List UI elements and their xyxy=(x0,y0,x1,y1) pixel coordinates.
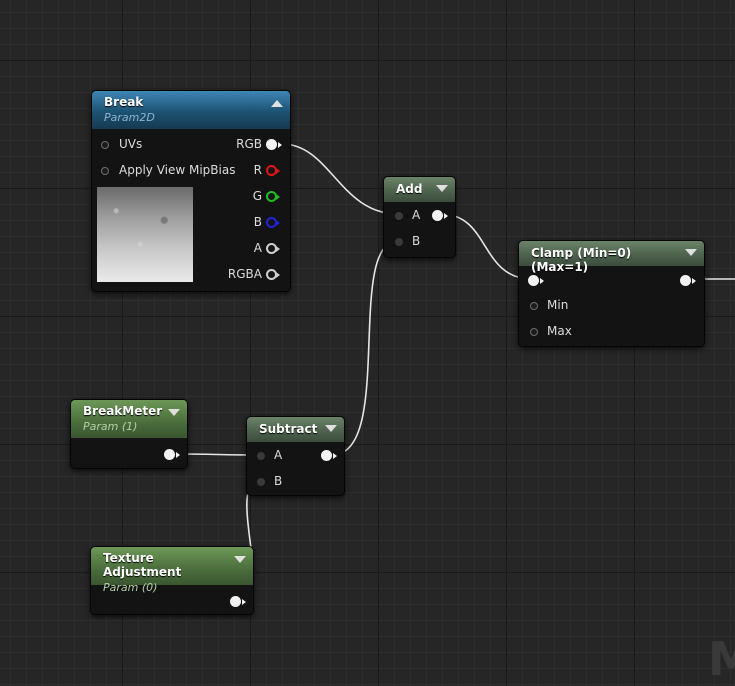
texture-adjustment-node-header[interactable]: Texture Adjustment Param (0) xyxy=(91,547,253,594)
add-node[interactable]: Add A B xyxy=(383,176,456,258)
g-output-pin[interactable] xyxy=(266,191,280,202)
a-output-label: A xyxy=(253,241,262,255)
r-output-pin[interactable] xyxy=(266,165,280,176)
uvs-input-pin[interactable] xyxy=(101,141,109,149)
breakmeter-output-pin[interactable] xyxy=(164,449,180,460)
uvs-input-label: UVs xyxy=(119,137,143,151)
clamp-max-input-label: Max xyxy=(547,324,572,338)
texture-adjustment-node-subtitle: Param (0) xyxy=(103,581,158,594)
clamp-node[interactable]: Clamp (Min=0) (Max=1) Min Max xyxy=(518,240,705,347)
add-output-pin[interactable] xyxy=(432,210,448,221)
chevron-down-icon[interactable] xyxy=(234,556,246,563)
add-b-input-pin[interactable] xyxy=(395,238,403,246)
subtract-node-title: Subtract xyxy=(259,422,318,436)
b-output-label: B xyxy=(253,215,262,229)
rgb-output-label: RGB xyxy=(236,137,262,151)
clamp-output-pin[interactable] xyxy=(680,275,696,286)
chevron-down-icon[interactable] xyxy=(685,249,697,256)
break-node[interactable]: Break Param2D UVs Apply View MipBias RGB… xyxy=(91,90,291,292)
add-a-input-label: A xyxy=(412,208,421,222)
rgba-output-pin[interactable] xyxy=(266,269,280,280)
apply-view-mipbias-input-label: Apply View MipBias xyxy=(119,163,236,177)
clamp-min-input-pin[interactable] xyxy=(530,302,538,310)
r-output-label: R xyxy=(253,163,262,177)
subtract-output-pin[interactable] xyxy=(321,450,337,461)
texture-preview-thumbnail xyxy=(97,187,193,282)
clamp-node-title: Clamp (Min=0) (Max=1) xyxy=(531,246,632,274)
g-output-label: G xyxy=(252,189,262,203)
rgb-output-pin[interactable] xyxy=(266,139,282,150)
texture-adjustment-node[interactable]: Texture Adjustment Param (0) xyxy=(90,546,254,615)
clamp-max-input-pin[interactable] xyxy=(530,328,538,336)
clamp-node-header[interactable]: Clamp (Min=0) (Max=1) xyxy=(519,241,704,274)
watermark-glyph-icon: M xyxy=(708,632,735,686)
subtract-node-header[interactable]: Subtract xyxy=(247,417,344,442)
subtract-b-input-label: B xyxy=(274,474,283,488)
add-node-header[interactable]: Add xyxy=(384,177,455,202)
breakmeter-node-header[interactable]: BreakMeter Param (1) xyxy=(71,400,187,438)
a-output-pin[interactable] xyxy=(266,243,280,254)
add-a-input-pin[interactable] xyxy=(395,212,403,220)
add-b-input-label: B xyxy=(412,234,421,248)
break-node-subtitle: Param2D xyxy=(104,111,155,124)
chevron-down-icon[interactable] xyxy=(168,409,180,416)
clamp-min-input-label: Min xyxy=(547,298,569,312)
texture-adjustment-output-pin[interactable] xyxy=(230,596,246,607)
subtract-a-input-label: A xyxy=(274,448,283,462)
breakmeter-node-subtitle: Param (1) xyxy=(83,420,138,433)
texture-adjustment-node-title: Texture Adjustment xyxy=(103,551,182,579)
subtract-node[interactable]: Subtract A B xyxy=(246,416,345,496)
apply-view-mipbias-input-pin[interactable] xyxy=(101,167,109,175)
wire-break-rgb-to-add-a[interactable] xyxy=(281,143,399,215)
add-node-title: Add xyxy=(396,182,423,196)
clamp-input-pin[interactable] xyxy=(528,275,544,286)
break-node-title: Break xyxy=(104,95,144,109)
breakmeter-node-title: BreakMeter xyxy=(83,404,163,418)
subtract-b-input-pin[interactable] xyxy=(257,478,265,486)
break-node-header[interactable]: Break Param2D xyxy=(92,91,290,129)
rgba-output-label: RGBA xyxy=(227,267,262,281)
breakmeter-node[interactable]: BreakMeter Param (1) xyxy=(70,399,188,469)
b-output-pin[interactable] xyxy=(266,217,280,228)
subtract-a-input-pin[interactable] xyxy=(257,452,265,460)
chevron-up-icon[interactable] xyxy=(271,100,283,107)
chevron-down-icon[interactable] xyxy=(436,185,448,192)
chevron-down-icon[interactable] xyxy=(325,425,337,432)
